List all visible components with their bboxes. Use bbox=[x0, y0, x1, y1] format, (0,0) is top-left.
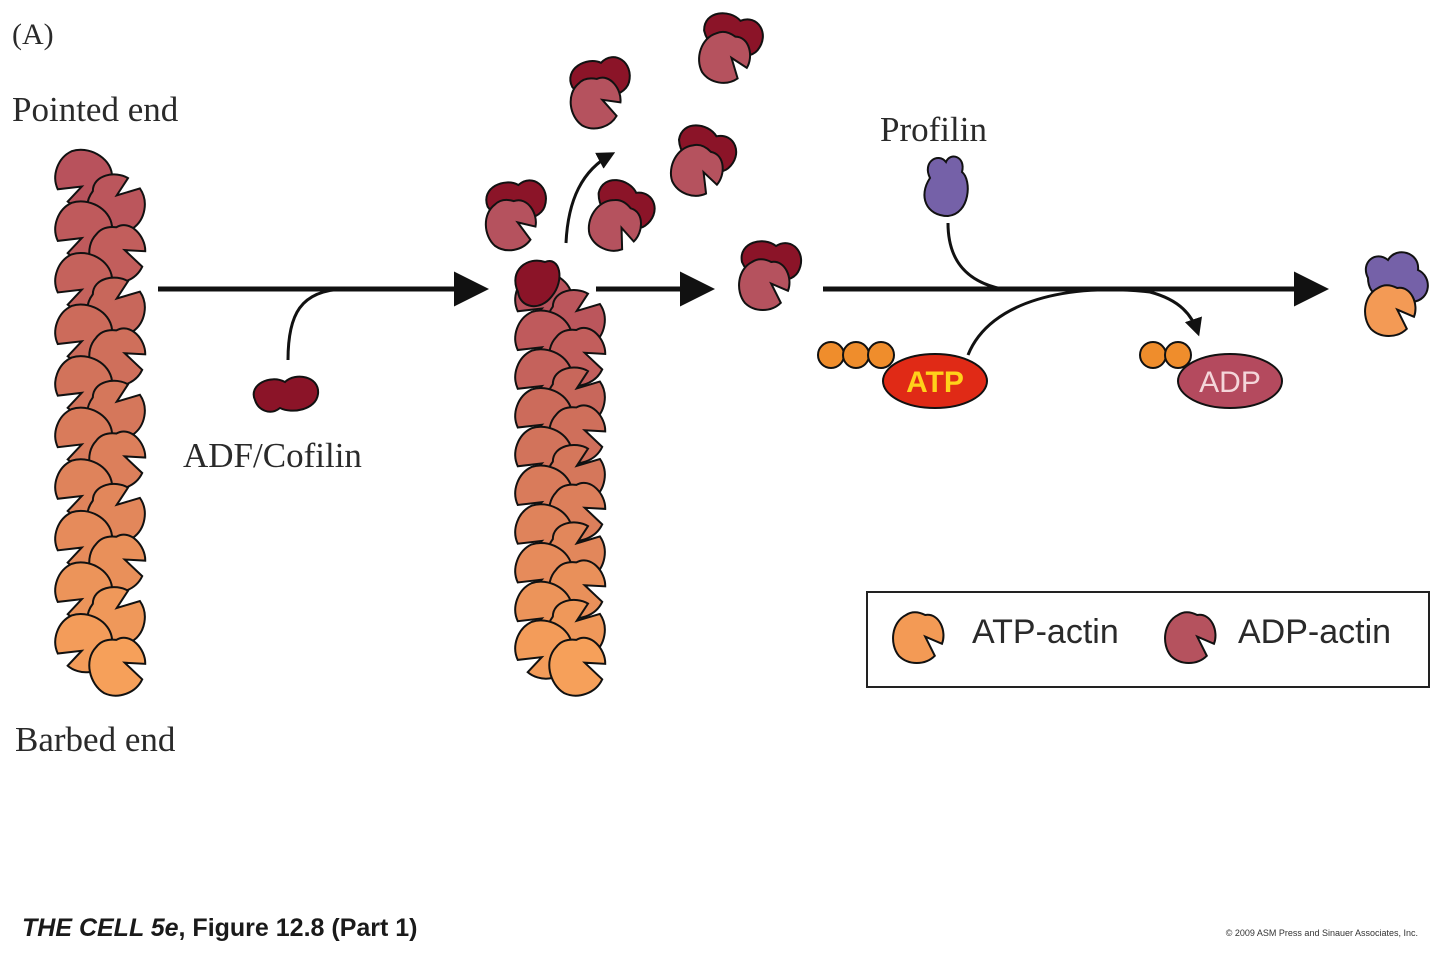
adp-actin-in-complex bbox=[587, 198, 643, 252]
atp-actin-legend-icon bbox=[892, 611, 945, 664]
pointed-end-label: Pointed end bbox=[12, 90, 179, 129]
adp-actin-legend-icon bbox=[1164, 611, 1217, 664]
adp-actin-in-complex bbox=[670, 143, 724, 197]
barbed-end-label: Barbed end bbox=[15, 720, 176, 759]
phosphate-2 bbox=[842, 341, 870, 369]
profilin-molecule bbox=[923, 155, 969, 218]
adp-actin-swatch bbox=[1164, 611, 1217, 664]
adp-actin-in-complex bbox=[484, 198, 537, 252]
panel-label: (A) bbox=[12, 18, 54, 51]
atp-actin-product bbox=[1364, 284, 1417, 337]
actin-subunit bbox=[548, 636, 607, 697]
phosphate-3 bbox=[867, 341, 895, 369]
actin-filament-left bbox=[54, 148, 147, 697]
released-subunits bbox=[484, 12, 803, 311]
figure-number: , Figure 12.8 (Part 1) bbox=[178, 914, 418, 942]
adp-actin-legend-text: ADP-actin bbox=[1238, 613, 1392, 651]
adp-label: ADP bbox=[1199, 366, 1261, 399]
adp-actin-in-complex bbox=[738, 258, 791, 311]
release-arrow bbox=[564, 152, 616, 244]
profilin-entry-arrow bbox=[946, 222, 1003, 291]
legend: ATP-actin ADP-actin bbox=[866, 591, 1430, 688]
copyright-notice: © 2009 ASM Press and Sinauer Associates,… bbox=[1225, 928, 1418, 938]
figure-credit: THE CELL 5e, Figure 12.8 (Part 1) bbox=[22, 914, 418, 943]
actin-filament-severed bbox=[514, 270, 607, 697]
phosphate-5 bbox=[1164, 341, 1192, 369]
profilin-atp-actin-complex bbox=[1364, 251, 1429, 337]
adp-actin-in-complex bbox=[698, 30, 751, 84]
atp-actin-legend-text: ATP-actin bbox=[972, 613, 1119, 651]
actin-subunit bbox=[88, 636, 147, 697]
atp-actin-swatch bbox=[892, 611, 945, 664]
book-title: THE CELL 5e bbox=[22, 914, 179, 942]
atp-label: ATP bbox=[906, 366, 964, 399]
atp-oval bbox=[882, 353, 988, 409]
profilin-label: Profilin bbox=[880, 110, 987, 149]
adf-cofilin-label: ADF/Cofilin bbox=[183, 436, 362, 475]
bound-cofilin bbox=[514, 259, 561, 307]
nucleotide-exchange-arrow bbox=[966, 288, 1202, 356]
adp-oval bbox=[1177, 353, 1283, 409]
cofilin-molecule bbox=[252, 375, 320, 413]
phosphate-1 bbox=[817, 341, 845, 369]
phosphate-4 bbox=[1139, 341, 1167, 369]
adp-actin-in-complex bbox=[569, 76, 622, 130]
cofilin-entry-arrow bbox=[286, 287, 346, 361]
